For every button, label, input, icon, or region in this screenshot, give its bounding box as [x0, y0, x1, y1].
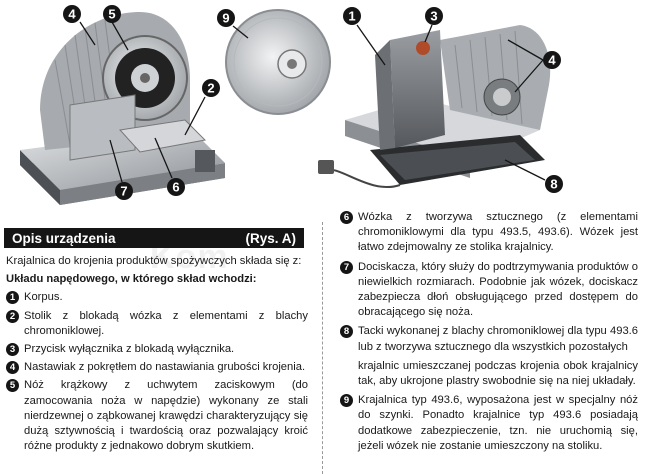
callout-7: 7	[109, 139, 133, 200]
callout-3: 3	[424, 7, 443, 43]
item-number-badge: 1	[6, 291, 19, 305]
callout-label: 7	[120, 184, 127, 199]
list-item: 1 Korpus.	[6, 290, 308, 305]
callout-label: 4	[68, 7, 76, 22]
list-item: 5 Nóż krążkowy z uchwytem zaciskowym (do…	[6, 378, 308, 454]
left-column: Krajalnica do krojenia produktów spożywc…	[6, 254, 308, 457]
column-divider	[322, 222, 323, 474]
item-number-badge: 9	[340, 394, 353, 408]
right-column: 6 Wózka z tworzywa sztucznego (z element…	[340, 210, 638, 458]
intro-text: Krajalnica do krojenia produktów spożywc…	[6, 255, 302, 267]
item-text: Przycisk wyłącznika z blokadą wyłącznika…	[24, 343, 235, 356]
item-number-badge: 5	[6, 379, 19, 393]
item-continuation-text: krajalnic umieszczanej podczas krojenia …	[358, 359, 638, 388]
subsection-heading: Układu napędowego, w którego skład wchod…	[6, 273, 257, 286]
item-text: Wózka z tworzywa sztucznego (z elementam…	[358, 211, 638, 254]
list-item: 4 Nastawiak z pokrętłem do nastawiania g…	[6, 360, 308, 375]
device-illustration: 4 5 2 7 6 9	[20, 5, 563, 205]
callout-6: 6	[154, 137, 185, 196]
section-title: Opis urządzenia	[12, 230, 116, 246]
callout-label: 1	[348, 9, 355, 24]
callout-2: 2	[184, 79, 220, 136]
list-item: 2 Stolik z blokadą wózka z elementami z …	[6, 309, 308, 339]
right-slicer-drawing: 1 3 4 8	[318, 7, 563, 193]
section-header: Opis urządzenia (Rys. A)	[4, 228, 304, 248]
callout-label: 4	[548, 53, 556, 68]
callout-9: 9	[217, 9, 249, 39]
callout-5: 5	[103, 5, 129, 51]
callout-label: 9	[222, 11, 229, 26]
list-item: 6 Wózka z tworzywa sztucznego (z element…	[340, 210, 638, 256]
item-text: Korpus.	[24, 291, 63, 304]
item-text: Dociskacza, który służy do podtrzymywani…	[358, 260, 638, 319]
item-number-badge: 8	[340, 325, 353, 339]
left-slicer-drawing: 4 5 2 7 6	[20, 5, 225, 205]
item-number-badge: 7	[340, 260, 353, 274]
item-text: Nóż krążkowy z uchwytem zaciskowym (do z…	[24, 379, 308, 453]
callout-8: 8	[504, 159, 563, 193]
callout-label: 8	[550, 177, 557, 192]
item-text: Stolik z blokadą wózka z elementami z bl…	[24, 309, 308, 337]
callout-1: 1	[343, 7, 386, 66]
callout-label: 6	[172, 180, 179, 195]
item-number-badge: 3	[6, 343, 19, 357]
item-number-badge: 2	[6, 309, 19, 323]
item-text: Krajalnica typ 493.6, wyposażona jest w …	[358, 394, 638, 452]
list-item: 7 Dociskacza, który służy do podtrzymywa…	[340, 260, 638, 321]
blade-drawing: 9	[217, 9, 331, 115]
item-number-badge: 6	[340, 211, 353, 224]
callout-label: 3	[430, 9, 437, 24]
list-item: 9 Krajalnica typ 493.6, wyposażona jest …	[340, 393, 638, 454]
callout-label: 5	[108, 7, 115, 22]
list-item: 3 Przycisk wyłącznika z blokadą wyłączni…	[6, 342, 308, 357]
callout-4-left: 4	[63, 5, 96, 46]
item-text: Tacki wykonanej z blachy chromoniklowej …	[358, 325, 638, 353]
item-number-badge: 4	[6, 361, 19, 375]
callout-label: 2	[207, 81, 214, 96]
list-item: 8 Tacki wykonanej z blachy chromoniklowe…	[340, 324, 638, 354]
figure-reference: (Rys. A)	[245, 230, 296, 246]
item-text: Nastawiak z pokrętłem do nastawiania gru…	[24, 361, 306, 374]
callout-4-right: 4	[507, 39, 561, 93]
